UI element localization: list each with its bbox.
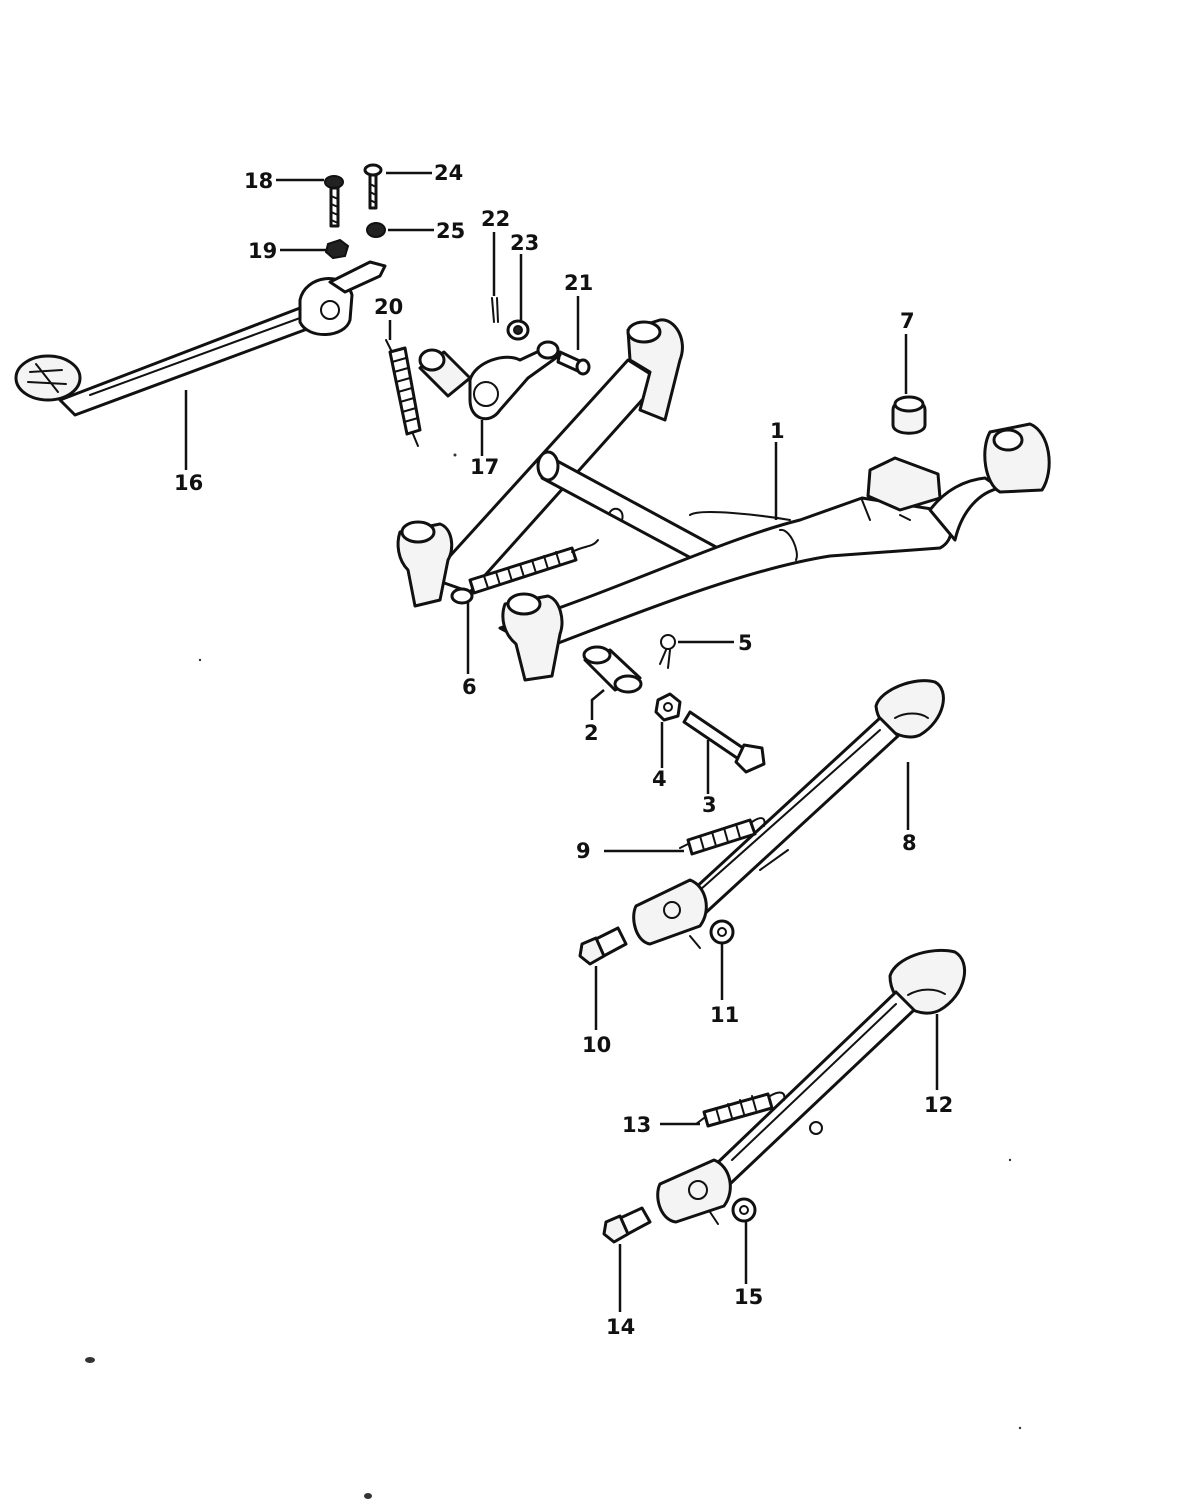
rubber-stopper-part-7 xyxy=(891,395,927,435)
callout-15: 15 xyxy=(734,1285,763,1309)
callout-16: 16 xyxy=(174,471,203,495)
callout-6: 6 xyxy=(462,675,477,699)
bolt-part-3 xyxy=(682,710,766,774)
spring-part-13 xyxy=(695,1091,786,1128)
callout-12: 12 xyxy=(924,1093,953,1117)
side-stand-part-8 xyxy=(632,679,945,949)
callout-8: 8 xyxy=(902,831,917,855)
nut-part-19 xyxy=(324,238,350,260)
callout-17: 17 xyxy=(470,455,499,479)
spring-part-9 xyxy=(679,817,766,856)
side-stand-part-12 xyxy=(656,948,967,1225)
callout-4: 4 xyxy=(652,767,667,791)
callout-5: 5 xyxy=(738,631,753,655)
bolt-part-24 xyxy=(363,163,383,210)
callout-2: 2 xyxy=(584,721,599,745)
nut-part-4 xyxy=(654,692,682,722)
bolt-part-18 xyxy=(324,175,344,228)
sleeve-part-2 xyxy=(582,645,643,694)
clip-part-5 xyxy=(659,634,676,669)
callout-1: 1 xyxy=(770,419,785,443)
callout-20: 20 xyxy=(374,295,403,319)
callout-labels: 18 24 22 25 23 19 21 20 7 1 17 16 5 6 2 … xyxy=(174,161,953,1339)
callout-23: 23 xyxy=(510,231,539,255)
callout-13: 13 xyxy=(622,1113,651,1137)
spring-part-6 xyxy=(450,539,599,605)
main-stand-frame-part-1 xyxy=(396,318,1051,682)
callout-19: 19 xyxy=(248,239,277,263)
scan-specks xyxy=(85,453,1022,1499)
bolt-part-10 xyxy=(578,926,628,966)
washer-part-23 xyxy=(506,319,530,341)
callout-9: 9 xyxy=(576,839,591,863)
pivot-arm-part-17 xyxy=(418,340,562,421)
callout-10: 10 xyxy=(582,1033,611,1057)
callout-24: 24 xyxy=(434,161,463,185)
nut-part-25 xyxy=(366,222,386,238)
leader-lines xyxy=(184,171,939,1312)
callout-14: 14 xyxy=(606,1315,635,1339)
cotter-pin-part-22 xyxy=(491,297,499,323)
callout-21: 21 xyxy=(564,271,593,295)
nut-part-11 xyxy=(709,919,735,945)
callout-18: 18 xyxy=(244,169,273,193)
callout-25: 25 xyxy=(436,219,465,243)
bolt-part-14 xyxy=(602,1206,652,1244)
spring-part-20 xyxy=(385,339,422,447)
callout-22: 22 xyxy=(481,207,510,231)
callout-7: 7 xyxy=(900,309,915,333)
callout-11: 11 xyxy=(710,1003,739,1027)
pin-part-21 xyxy=(556,350,591,376)
nut-part-15 xyxy=(731,1197,757,1223)
brake-pedal-part-16 xyxy=(14,260,387,417)
callout-3: 3 xyxy=(702,793,717,817)
